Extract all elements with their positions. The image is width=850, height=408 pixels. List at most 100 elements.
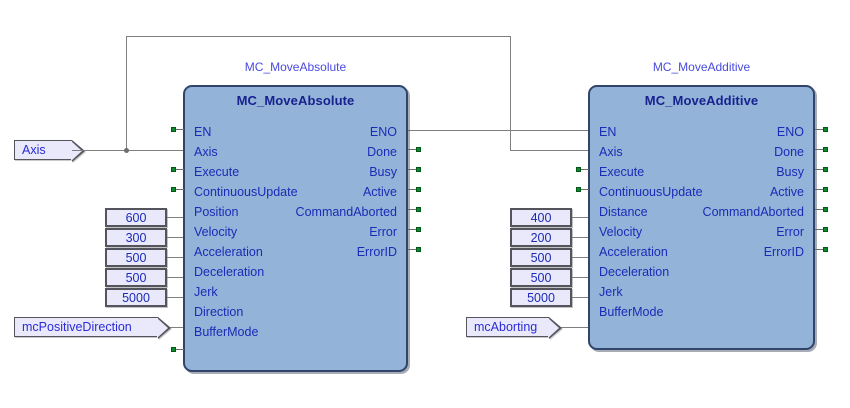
pin-out-done[interactable]: Done	[367, 145, 397, 159]
constant-jerk[interactable]: 5000	[105, 288, 167, 307]
wire-axis-riser	[126, 36, 127, 151]
pin-out-error-2[interactable]: Error	[776, 225, 804, 239]
connector-stub-errorid	[408, 249, 416, 250]
connector-dot-commandaborted[interactable]	[416, 207, 421, 212]
constant-acceleration-2[interactable]: 500	[510, 248, 572, 267]
constant-deceleration-2[interactable]: 500	[510, 268, 572, 287]
connector-stub-busy	[408, 169, 416, 170]
constant-value: 600	[125, 211, 147, 225]
constant-acceleration[interactable]: 500	[105, 248, 167, 267]
constant-distance[interactable]: 400	[510, 208, 572, 227]
constant-velocity-2[interactable]: 200	[510, 228, 572, 247]
pin-out-busy[interactable]: Busy	[369, 165, 397, 179]
connector-dot-continuousupdate[interactable]	[171, 187, 176, 192]
connector-stub-eno-2	[815, 129, 823, 130]
constant-jerk-2[interactable]: 5000	[510, 288, 572, 307]
pin-out-errorid[interactable]: ErrorID	[356, 245, 397, 259]
pin-in-jerk-2[interactable]: Jerk	[599, 285, 623, 299]
connector-dot-active-2[interactable]	[823, 187, 828, 192]
constant-value: 5000	[122, 291, 150, 305]
pin-in-buffermode-2[interactable]: BufferMode	[599, 305, 664, 319]
pin-out-error[interactable]: Error	[369, 225, 397, 239]
constant-value: 500	[125, 251, 147, 265]
connector-dot-active[interactable]	[416, 187, 421, 192]
connector-stub-busy-2	[815, 169, 823, 170]
connector-dot-eno-2[interactable]	[823, 127, 828, 132]
pin-out-active[interactable]: Active	[362, 185, 397, 199]
connector-dot-en[interactable]	[171, 127, 176, 132]
pin-out-done-2[interactable]: Done	[774, 145, 804, 159]
wire-const-acceleration-2	[572, 257, 589, 258]
connector-stub-errorid-2	[815, 249, 823, 250]
connector-stub-active	[408, 189, 416, 190]
pin-in-continuousupdate[interactable]: ContinuousUpdate	[194, 185, 298, 199]
block1-instance-label: MC_MoveAbsolute	[244, 60, 347, 74]
pin-in-jerk[interactable]: Jerk	[194, 285, 218, 299]
connector-dot-execute[interactable]	[171, 167, 176, 172]
pin-in-execute-2[interactable]: Execute	[599, 165, 645, 179]
direction-tag-label: mcPositiveDirection	[22, 320, 132, 334]
buffermode-tag[interactable]: mcAborting	[466, 317, 562, 339]
constant-deceleration[interactable]: 500	[105, 268, 167, 287]
pin-in-en[interactable]: EN	[194, 125, 212, 139]
pin-in-execute[interactable]: Execute	[194, 165, 240, 179]
block1-title: MC_MoveAbsolute	[236, 93, 355, 108]
axis-tag[interactable]: Axis	[14, 140, 85, 162]
connector-dot-errorid-2[interactable]	[823, 247, 828, 252]
pin-in-velocity-2[interactable]: Velocity	[599, 225, 643, 239]
block-mc-moveadditive[interactable]: MC_MoveAdditive EN Axis Execute Continuo…	[588, 85, 815, 350]
wire-axis-tag-stub	[72, 150, 88, 151]
pin-out-commandaborted[interactable]: CommandAborted	[295, 205, 397, 219]
wire-const-jerk-2	[572, 297, 589, 298]
pin-in-axis[interactable]: Axis	[194, 145, 218, 159]
block-mc-moveabsolute[interactable]: MC_MoveAbsolute EN Axis Execute Continuo…	[183, 85, 408, 372]
pin-in-buffermode[interactable]: BufferMode	[194, 325, 259, 339]
pin-out-errorid-2[interactable]: ErrorID	[763, 245, 804, 259]
pin-in-direction[interactable]: Direction	[194, 305, 244, 319]
connector-dot-execute-2[interactable]	[576, 167, 581, 172]
connector-stub-execute	[176, 169, 184, 170]
connector-stub-en	[176, 129, 184, 130]
pin-in-position[interactable]: Position	[194, 205, 239, 219]
pin-in-en-2[interactable]: EN	[599, 125, 617, 139]
pin-out-active-2[interactable]: Active	[769, 185, 804, 199]
pin-out-eno-2[interactable]: ENO	[776, 125, 804, 139]
constant-position[interactable]: 600	[105, 208, 167, 227]
pin-out-commandaborted-2[interactable]: CommandAborted	[702, 205, 804, 219]
pin-in-axis-2[interactable]: Axis	[599, 145, 623, 159]
pin-in-continuousupdate-2[interactable]: ContinuousUpdate	[599, 185, 703, 199]
constant-value: 500	[530, 251, 552, 265]
pin-in-acceleration[interactable]: Acceleration	[194, 245, 263, 259]
wire-axis-drop-to-block2	[510, 36, 511, 151]
pin-in-distance[interactable]: Distance	[599, 205, 648, 219]
pin-out-eno[interactable]: ENO	[369, 125, 397, 139]
connector-dot-error-2[interactable]	[823, 227, 828, 232]
pin-in-deceleration[interactable]: Deceleration	[194, 265, 265, 279]
connector-dot-done-2[interactable]	[823, 147, 828, 152]
connector-dot-busy-2[interactable]	[823, 167, 828, 172]
wire-eno-to-en	[408, 130, 589, 131]
pin-in-deceleration-2[interactable]: Deceleration	[599, 265, 670, 279]
connector-dot-commandaborted-2[interactable]	[823, 207, 828, 212]
connector-dot-done[interactable]	[416, 147, 421, 152]
connector-stub-active-2	[815, 189, 823, 190]
pin-in-velocity[interactable]: Velocity	[194, 225, 238, 239]
connector-dot-continuousupdate-2[interactable]	[576, 187, 581, 192]
wire-const-position	[167, 217, 184, 218]
constant-value: 300	[125, 231, 147, 245]
connector-dot-busy[interactable]	[416, 167, 421, 172]
wire-const-jerk	[167, 297, 184, 298]
tag-nose-fill-icon	[157, 318, 168, 338]
connector-stub-continuousupdate-2	[581, 189, 589, 190]
connector-dot-errorid[interactable]	[416, 247, 421, 252]
pin-in-acceleration-2[interactable]: Acceleration	[599, 245, 668, 259]
block2-title: MC_MoveAdditive	[644, 93, 759, 108]
pin-out-busy-2[interactable]: Busy	[776, 165, 804, 179]
connector-dot-buffermode[interactable]	[171, 347, 176, 352]
direction-tag[interactable]: mcPositiveDirection	[14, 317, 171, 339]
connector-dot-error[interactable]	[416, 227, 421, 232]
connector-stub-commandaborted	[408, 209, 416, 210]
constant-value: 500	[530, 271, 552, 285]
constant-velocity[interactable]: 300	[105, 228, 167, 247]
